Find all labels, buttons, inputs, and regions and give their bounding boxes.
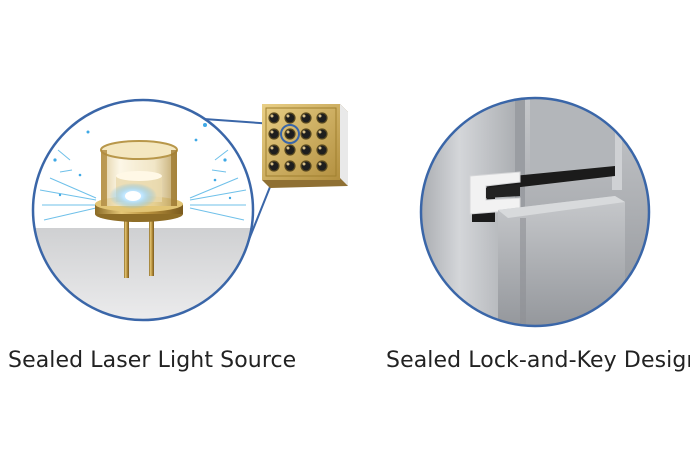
caption-laser-light-source: Sealed Laser Light Source	[8, 348, 297, 373]
laser-diode-icon	[31, 98, 255, 322]
laser-array-chip-icon	[262, 104, 348, 188]
caption-lock-and-key-design: Sealed Lock-and-Key Design	[386, 348, 690, 373]
lock-and-key-seal-icon	[419, 96, 651, 328]
